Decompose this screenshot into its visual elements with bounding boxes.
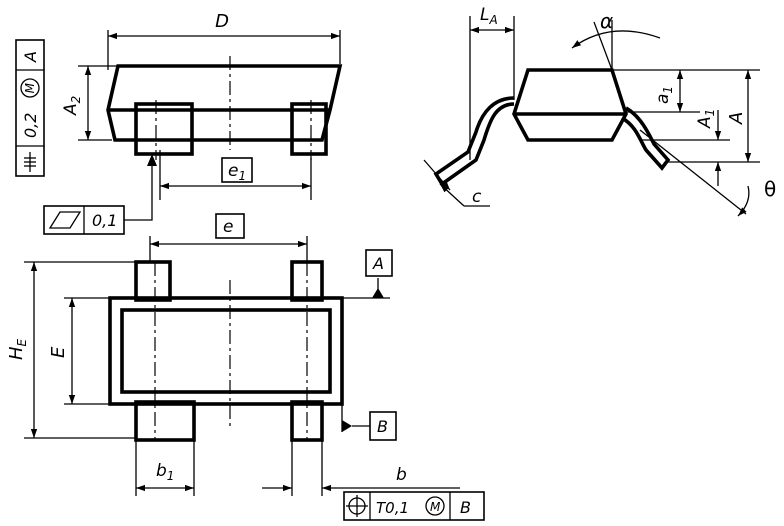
position-modifier-icon bbox=[425, 496, 445, 516]
section-view-lead-left bbox=[433, 96, 515, 187]
datum-B-marker: B bbox=[341, 404, 397, 441]
dimension-E-label: E bbox=[48, 346, 69, 358]
dimension-LA-label: LA bbox=[480, 5, 498, 27]
dimension-b-label: b bbox=[396, 465, 407, 485]
section-view-body bbox=[512, 68, 628, 142]
position-datum: B bbox=[460, 498, 471, 517]
coplanarity-datum: A bbox=[21, 51, 40, 63]
dimension-e-label: e bbox=[223, 217, 233, 237]
position-value: T0,1 bbox=[376, 499, 409, 517]
datum-B-triangle-icon bbox=[342, 420, 352, 432]
dimension-A1-label: A1 bbox=[695, 109, 717, 129]
top-view-body-outer bbox=[108, 296, 344, 406]
dimension-A-label: A bbox=[726, 112, 747, 125]
position-modifier: M bbox=[430, 500, 441, 514]
angle-theta-arc bbox=[737, 185, 750, 217]
dimension-e1-label: e1 bbox=[228, 161, 246, 183]
dimension-a1-label: a1 bbox=[653, 86, 675, 104]
side-view: D A2 e1 bbox=[61, 11, 343, 200]
section-view: LA α a1 A1 A θ c bbox=[423, 5, 776, 217]
angle-theta-label: θ bbox=[764, 177, 776, 201]
top-view-lead-3 bbox=[134, 400, 196, 442]
top-view-lead-1 bbox=[134, 260, 172, 302]
coplanarity-modifier-icon bbox=[20, 78, 40, 98]
coplanarity-frame: 0,2 M A bbox=[15, 39, 45, 177]
coplanarity-value: 0,2 bbox=[21, 113, 40, 138]
datum-A-label: A bbox=[372, 254, 384, 273]
flatness-symbol-icon bbox=[48, 211, 82, 229]
position-frame: T0,1 M B bbox=[343, 491, 485, 521]
coplanarity-symbol-icon bbox=[24, 152, 36, 172]
datum-A-marker: A bbox=[342, 249, 393, 299]
datum-triangle-icon bbox=[372, 288, 384, 298]
dimension-A2-label: A2 bbox=[61, 96, 83, 116]
dimension-D-label: D bbox=[215, 11, 229, 32]
dimension-c-label: c bbox=[472, 187, 482, 207]
side-view-lead-right bbox=[290, 102, 328, 156]
top-view-body-inner bbox=[120, 308, 332, 394]
datum-B-label: B bbox=[377, 417, 388, 436]
top-view: e HE E b1 b bbox=[6, 213, 460, 496]
flatness-frame: 0,1 bbox=[43, 154, 157, 235]
side-view-lead-left bbox=[134, 102, 194, 156]
angle-alpha-label: α bbox=[600, 9, 613, 33]
angle-alpha-arc bbox=[571, 30, 661, 49]
position-symbol-icon bbox=[346, 495, 368, 517]
section-view-lead-right bbox=[621, 106, 671, 171]
dimension-b1-label: b1 bbox=[156, 461, 174, 483]
dimension-HE-label: HE bbox=[6, 338, 29, 360]
coplanarity-modifier: M bbox=[23, 82, 37, 93]
flatness-value: 0,1 bbox=[92, 211, 117, 230]
